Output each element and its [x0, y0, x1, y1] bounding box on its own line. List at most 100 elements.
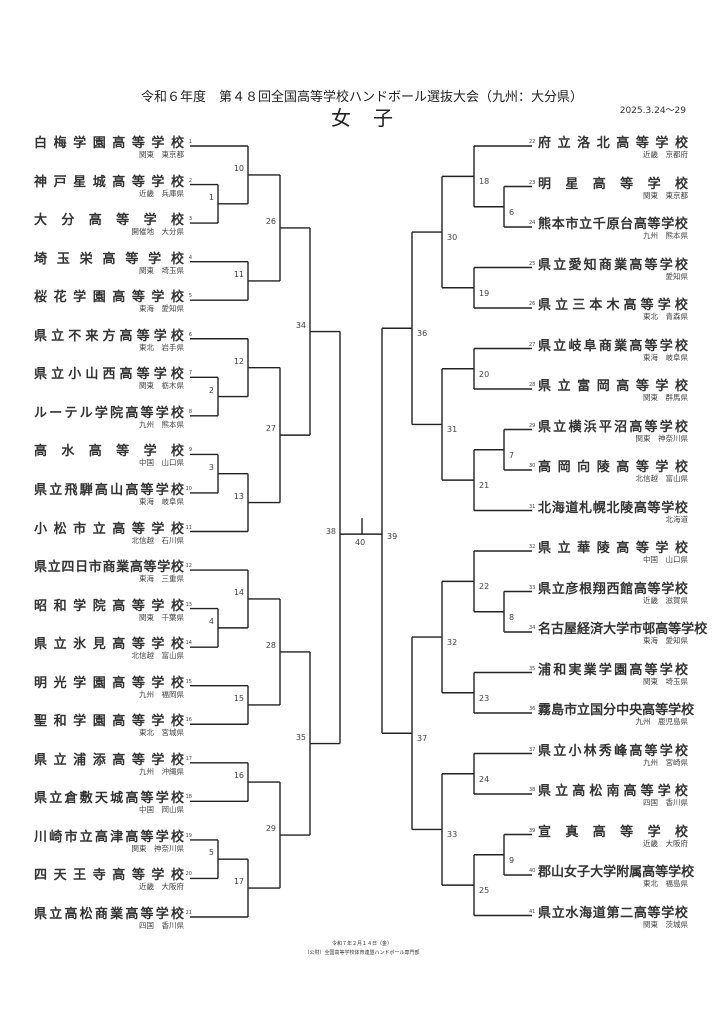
match-number: 36 [417, 329, 428, 339]
match-number: 5 [208, 848, 214, 858]
team-seed-number: 26 [529, 301, 536, 307]
match-number: 31 [447, 425, 458, 435]
team-entry: 県立横浜平沼高等学校関東 神奈川県 29 [529, 416, 689, 446]
match-number: 16 [233, 771, 244, 781]
team-region: 東北 宮城県 [139, 728, 184, 738]
match-number: 39 [387, 531, 398, 541]
team-region: 九州 福岡県 [139, 689, 184, 699]
team-seed-number: 29 [529, 422, 536, 429]
team-region: 九州 熊本県 [139, 419, 184, 429]
team-region: 関東 茨城県 [643, 919, 688, 929]
match-number: 33 [447, 830, 458, 840]
tournament-title: 令和６年度 第４８回全国高等学校ハンドボール選抜大会（九州：大分県） [140, 90, 583, 105]
team-name: 県立三本木高等学校 [538, 298, 688, 313]
match-number: 10 [233, 163, 244, 173]
match-number: 19 [479, 288, 490, 298]
team-name: 県立四日市商業高等学校 [34, 560, 184, 576]
team-name: 県立富岡高等学校 [538, 379, 688, 394]
match-number: 38 [325, 526, 336, 536]
team-region: 近畿 京都府 [643, 150, 688, 159]
team-seed-number: 40 [529, 868, 536, 874]
team-region: 東海 岐阜県 [139, 496, 184, 506]
team-name: 浦和実業学園高等学校 [538, 662, 688, 678]
team-seed-number: 8 [188, 408, 192, 415]
team-name: 県立飛騨高山高等学校 [34, 482, 184, 498]
team-region: 北海道 [665, 514, 689, 524]
team-region: 四国 香川県 [643, 798, 688, 807]
team-name: 川崎市立高津高等学校 [34, 829, 184, 845]
team-seed-number: 17 [185, 755, 192, 762]
team-region: 中国 山口県 [139, 458, 184, 468]
team-name: 県立高松商業高等学校 [34, 907, 184, 922]
team-region: 関東 千葉県 [139, 612, 184, 622]
team-seed-number: 37 [529, 746, 536, 753]
team-region: 北信越 富山県 [635, 474, 689, 483]
team-name: 県立小山西高等学校 [34, 367, 184, 383]
team-name: 県立氷見高等学校 [34, 637, 184, 653]
match-number: 4 [208, 616, 214, 626]
team-seed-number: 20 [185, 871, 192, 878]
team-entry: 宣真高等学校近畿 大阪府 39 [529, 821, 688, 851]
team-seed-number: 35 [529, 665, 536, 672]
match-number: 3 [208, 462, 214, 472]
team-region: 東海 三重県 [139, 574, 184, 584]
division-label: 女子 [331, 106, 415, 130]
match-number: 2 [208, 385, 214, 395]
team-name: 県立横浜平沼高等学校 [538, 419, 688, 435]
match-number: 21 [479, 481, 490, 491]
team-region: 開催地 大分県 [131, 227, 185, 237]
team-seed-number: 38 [529, 787, 536, 793]
match-number: 8 [509, 612, 515, 622]
match-number: 11 [233, 269, 244, 279]
team-region: 関東 群馬県 [643, 393, 688, 402]
team-seed-number: 9 [188, 447, 192, 454]
match-number: 12 [233, 356, 244, 366]
team-name: 県立彦根翔西館高等学校 [538, 581, 688, 597]
team-seed-number: 39 [529, 827, 536, 834]
team-name: 県立浦添高等学校 [34, 752, 184, 768]
match-number: 28 [265, 640, 276, 650]
team-region: 関東 神奈川県 [635, 433, 689, 443]
match-number: 17 [233, 877, 244, 887]
team-region: 九州 沖縄県 [139, 766, 184, 776]
team-name: 明光学園高等学校 [34, 675, 184, 691]
team-seed-number: 31 [529, 503, 536, 510]
team-seed-number: 1 [188, 139, 192, 145]
match-number: 1 [208, 192, 214, 202]
team-seed-number: 19 [185, 832, 192, 839]
team-name: 熊本市立千原台高等学校 [538, 217, 688, 232]
match-number: 25 [479, 886, 490, 896]
team-region: 近畿 大阪府 [643, 838, 688, 848]
team-name: 郡山女子大学附属高等学校 [538, 865, 695, 880]
match-number: 7 [509, 450, 515, 460]
team-name: 桜花学園高等学校 [34, 290, 184, 306]
team-region: 近畿 兵庫県 [139, 188, 184, 198]
team-name: 県立水海道第二高等学校 [538, 905, 688, 921]
team-name: 県立小林秀峰高等学校 [538, 743, 688, 759]
team-name: 宣真高等学校 [538, 824, 688, 840]
match-number: 13 [233, 491, 244, 501]
team-seed-number: 30 [529, 463, 536, 469]
team-region: 九州 鹿児島県 [635, 717, 689, 726]
team-name: 県立高松南高等学校 [538, 784, 688, 799]
team-entry: 県立高松南高等学校四国 香川県 38 [529, 780, 688, 810]
team-seed-number: 33 [529, 584, 536, 591]
team-seed-number: 15 [185, 678, 192, 685]
